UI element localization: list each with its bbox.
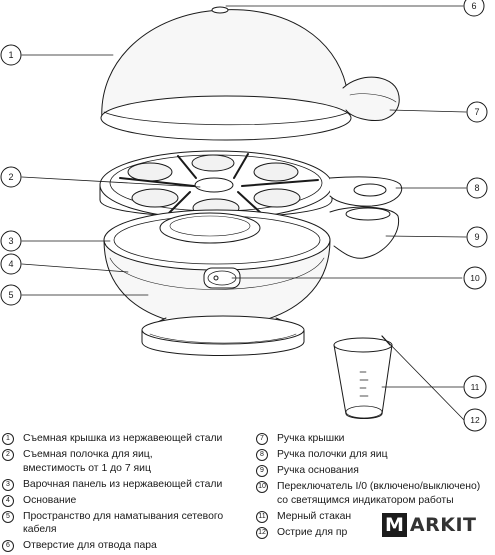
callout-4: 4 — [0, 253, 22, 275]
steam-vent — [211, 6, 229, 14]
legend-item-12: 12 Острие для пр — [256, 526, 492, 540]
callout-6-label: 6 — [471, 1, 476, 11]
callout-5-label: 5 — [8, 290, 13, 300]
cable-storage-foot — [141, 315, 305, 356]
legend-item-5: 5 Пространство для наматывания сетевого к… — [2, 510, 250, 537]
legend-item-4: 4 Основание — [2, 494, 250, 508]
measuring-cup — [333, 335, 393, 419]
leader-7 — [389, 109, 467, 113]
leader-12 — [381, 335, 465, 421]
callout-7: 7 — [466, 101, 488, 123]
legend-text: Острие для пр — [277, 526, 348, 538]
legend-text: Пространство для наматывания сетевого ка… — [23, 510, 224, 536]
legend-item-7: 7 Ручка крышки — [256, 432, 492, 446]
legend-number: 12 — [256, 526, 268, 539]
legend-item-2: 2 Съемная полочка для яиц, вместимость от… — [2, 448, 250, 475]
egg-tray-handle — [329, 176, 403, 207]
lid-handle — [342, 76, 400, 121]
leader-lines — [21, 5, 467, 421]
callout-8-label: 8 — [474, 183, 479, 193]
callout-1: 1 — [0, 44, 22, 66]
legend-text: Основание — [23, 494, 77, 506]
base-handle — [329, 206, 400, 259]
callout-9-label: 9 — [474, 232, 479, 242]
legend-number: 4 — [2, 494, 14, 507]
callout-5: 5 — [0, 284, 22, 306]
leader-9 — [385, 235, 467, 238]
logo-rest: ARKIT — [409, 514, 477, 536]
callout-3-label: 3 — [8, 236, 13, 246]
legend-right-column: 7 Ручка крышки 8 Ручка полочки для яиц 9 Ру… — [256, 432, 492, 542]
callout-2: 2 — [0, 166, 22, 188]
callout-10: 10 — [463, 266, 487, 290]
legend-number: 9 — [256, 464, 268, 477]
power-switch — [203, 267, 241, 289]
legend-text: Ручка крышки — [277, 433, 345, 444]
legend-item-8: 8 Ручка полочки для яиц — [256, 448, 492, 462]
legend-number: 2 — [2, 448, 14, 461]
legend-text: Отверстие для отвода пара — [23, 540, 157, 552]
callout-9: 9 — [466, 226, 488, 248]
legend-text: Варочная панель из нержавеющей стали — [23, 478, 223, 490]
leader-2 — [21, 176, 201, 188]
legend-number: 8 — [256, 448, 268, 461]
legend-item-3: 3 Варочная панель из нержавеющей стали — [2, 478, 250, 492]
legend-text: Переключатель I/0 (включено/выключено) с… — [277, 480, 481, 506]
callout-8: 8 — [466, 177, 488, 199]
callout-4-label: 4 — [8, 259, 13, 269]
lid — [100, 6, 352, 141]
callout-10-label: 10 — [470, 273, 480, 283]
legend-text: Мерный стакан — [277, 510, 352, 522]
legend-number: 10 — [256, 480, 268, 493]
legend-item-9: 9 Ручка основания — [256, 464, 492, 478]
egg-tray — [99, 150, 333, 220]
legend-item-6: 6 Отверстие для отвода пара — [2, 539, 250, 553]
callout-2-label: 2 — [8, 172, 13, 182]
legend-text: Съемная полочка для яиц, вместимость от … — [23, 448, 153, 474]
legend-number: 6 — [2, 540, 14, 553]
callout-6: 6 — [463, 0, 485, 17]
legend-number: 7 — [256, 433, 268, 445]
legend-text: Ручка полочки для яиц — [277, 448, 388, 460]
logo-first-letter: M — [382, 513, 407, 537]
heating-plate — [159, 212, 261, 244]
callout-7-label: 7 — [474, 107, 479, 117]
legend-item-1: 1 Съемная крышка из нержавеющей стали — [2, 432, 250, 446]
callout-1-label: 1 — [8, 50, 13, 60]
callout-11: 11 — [463, 375, 487, 399]
legend-number: 1 — [2, 433, 14, 445]
legend-item-11: 11 Мерный стакан — [256, 510, 492, 524]
legend-number: 11 — [256, 510, 268, 523]
legend-number: 3 — [2, 478, 14, 491]
legend-text: Ручка основания — [277, 464, 359, 476]
callout-3: 3 — [0, 230, 22, 252]
legend-text: Съемная крышка из нержавеющей стали — [23, 433, 223, 444]
legend-number: 5 — [2, 510, 14, 523]
callout-11-label: 11 — [471, 382, 480, 392]
leader-4 — [21, 263, 129, 273]
callout-12: 12 — [463, 408, 487, 432]
callout-badges: 1 2 3 4 5 6 7 8 9 10 11 12 — [0, 0, 488, 432]
callout-12-label: 12 — [470, 415, 480, 425]
legend-item-10: 10 Переключатель I/0 (включено/выключено)… — [256, 480, 492, 507]
legend-left-column: 1 Съемная крышка из нержавеющей стали 2 Съ… — [2, 432, 250, 555]
